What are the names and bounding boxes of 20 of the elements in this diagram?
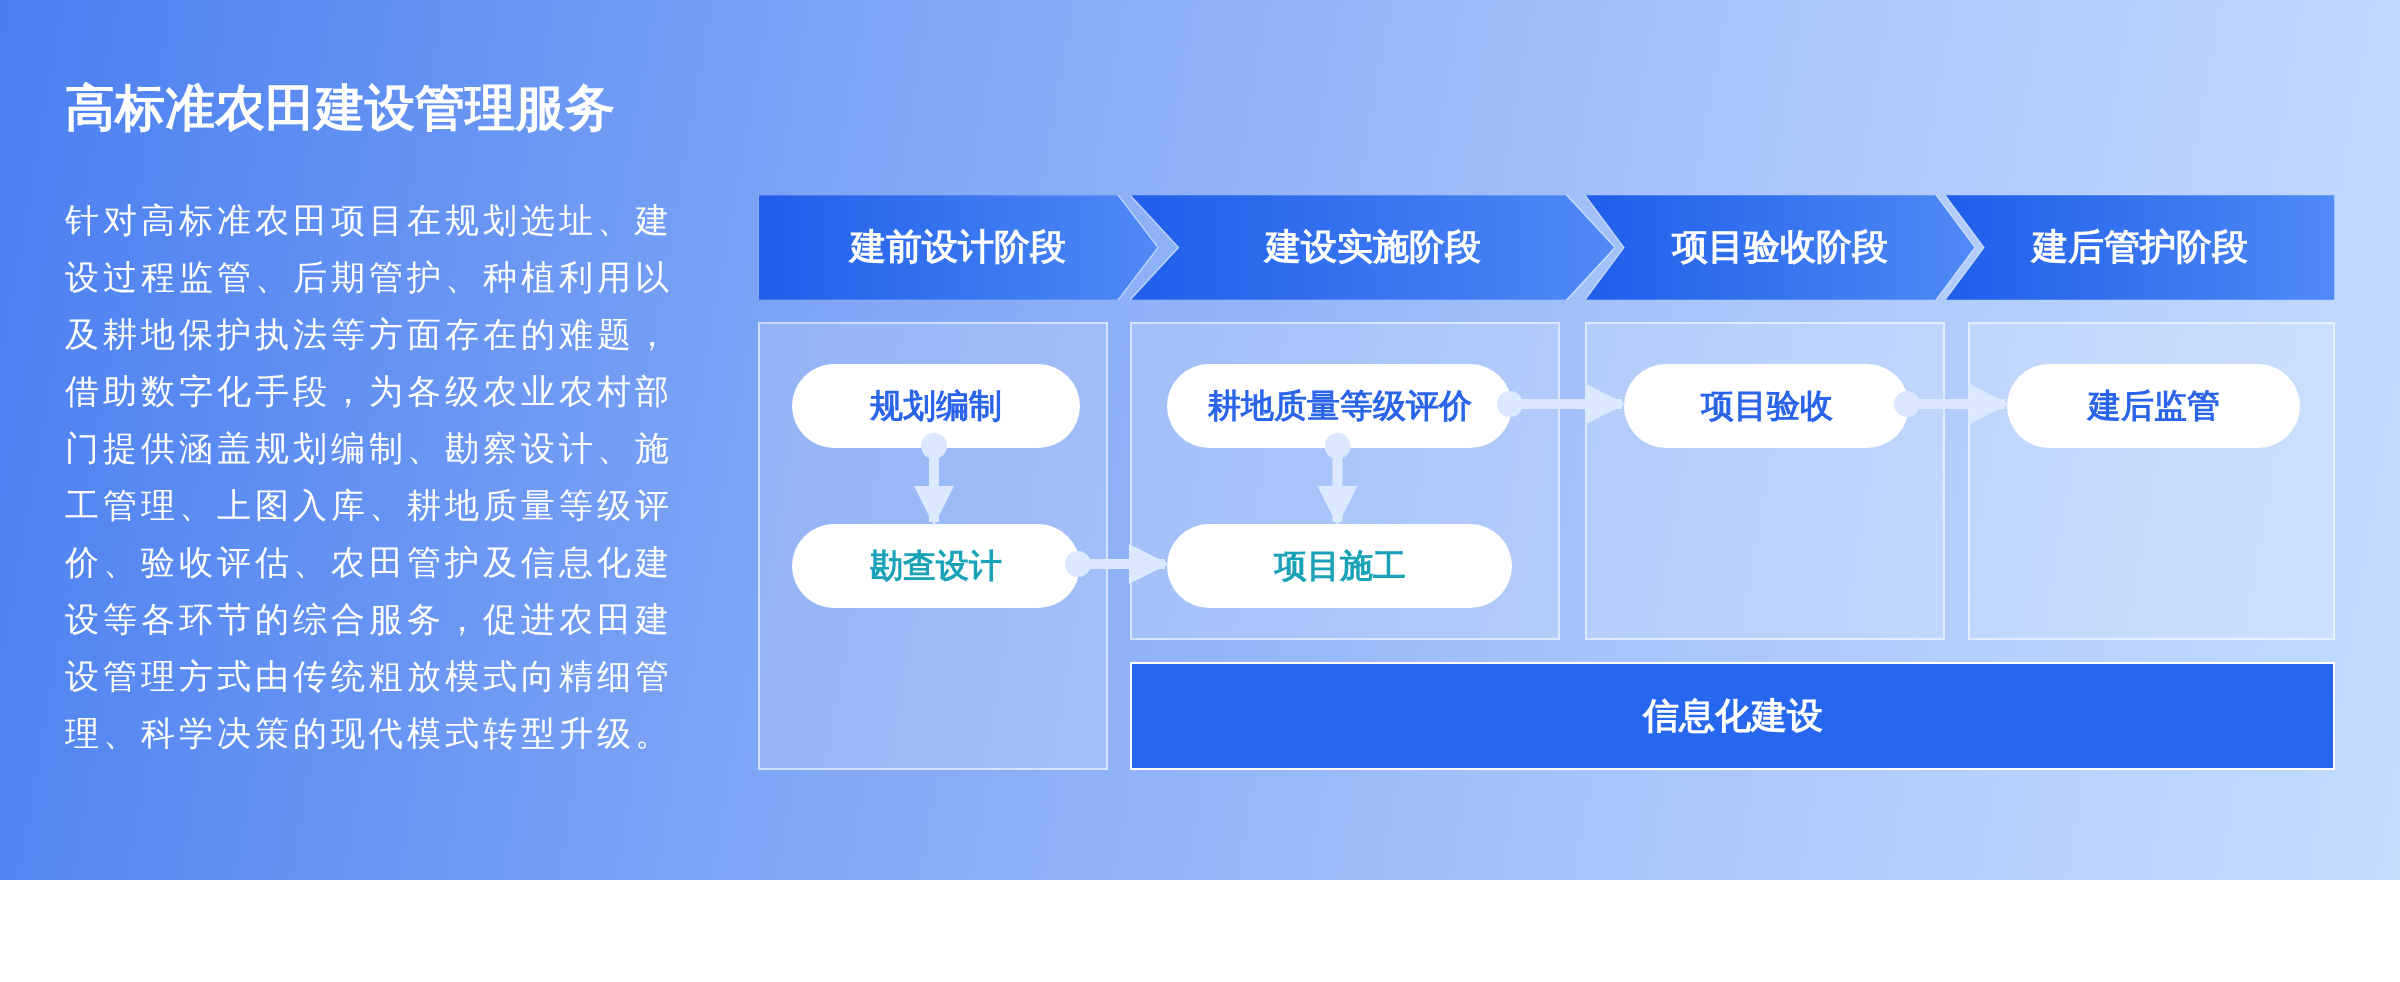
arrow — [1497, 384, 1626, 424]
step-pill: 勘查设计 — [792, 524, 1080, 608]
step-pill: 项目施工 — [1167, 524, 1512, 608]
step-pill: 耕地质量等级评价 — [1167, 364, 1512, 448]
arrow — [1065, 544, 1169, 584]
stage-banner: 建后管护阶段 — [1945, 195, 2335, 300]
description-text: 针对高标准农田项目在规划选址、建设过程监管、后期管护、种植利用以及耕地保护执法等方面存在的难题，借助数字化手段，为各级农业农村部门提供涵盖规划编制、勘察设计、施工管理、上图入库、耕地质量等级评价、验收评估、农田管护及信息化建设等各环节的综合服务，促进农田建设管理方式由传统粗放模式向精细管理、科学决策的现代模式转型升级。 — [65, 199, 674, 755]
arrow — [914, 433, 954, 526]
step-pill: 项目验收 — [1624, 364, 1909, 448]
stage-panel — [1968, 322, 2335, 640]
info-bar: 信息化建设 — [1130, 662, 2335, 770]
arrow — [1317, 433, 1358, 526]
stage-panel — [1130, 322, 1560, 640]
step-pill: 建后监管 — [2007, 364, 2300, 448]
arrow — [1894, 384, 2009, 424]
step-pill: 规划编制 — [792, 364, 1080, 448]
page-title: 高标准农田建设管理服务 — [65, 78, 615, 139]
stage-panel — [758, 322, 1108, 770]
stage-banner: 建前设计阶段 — [758, 195, 1158, 300]
stage-panel — [1585, 322, 1945, 640]
